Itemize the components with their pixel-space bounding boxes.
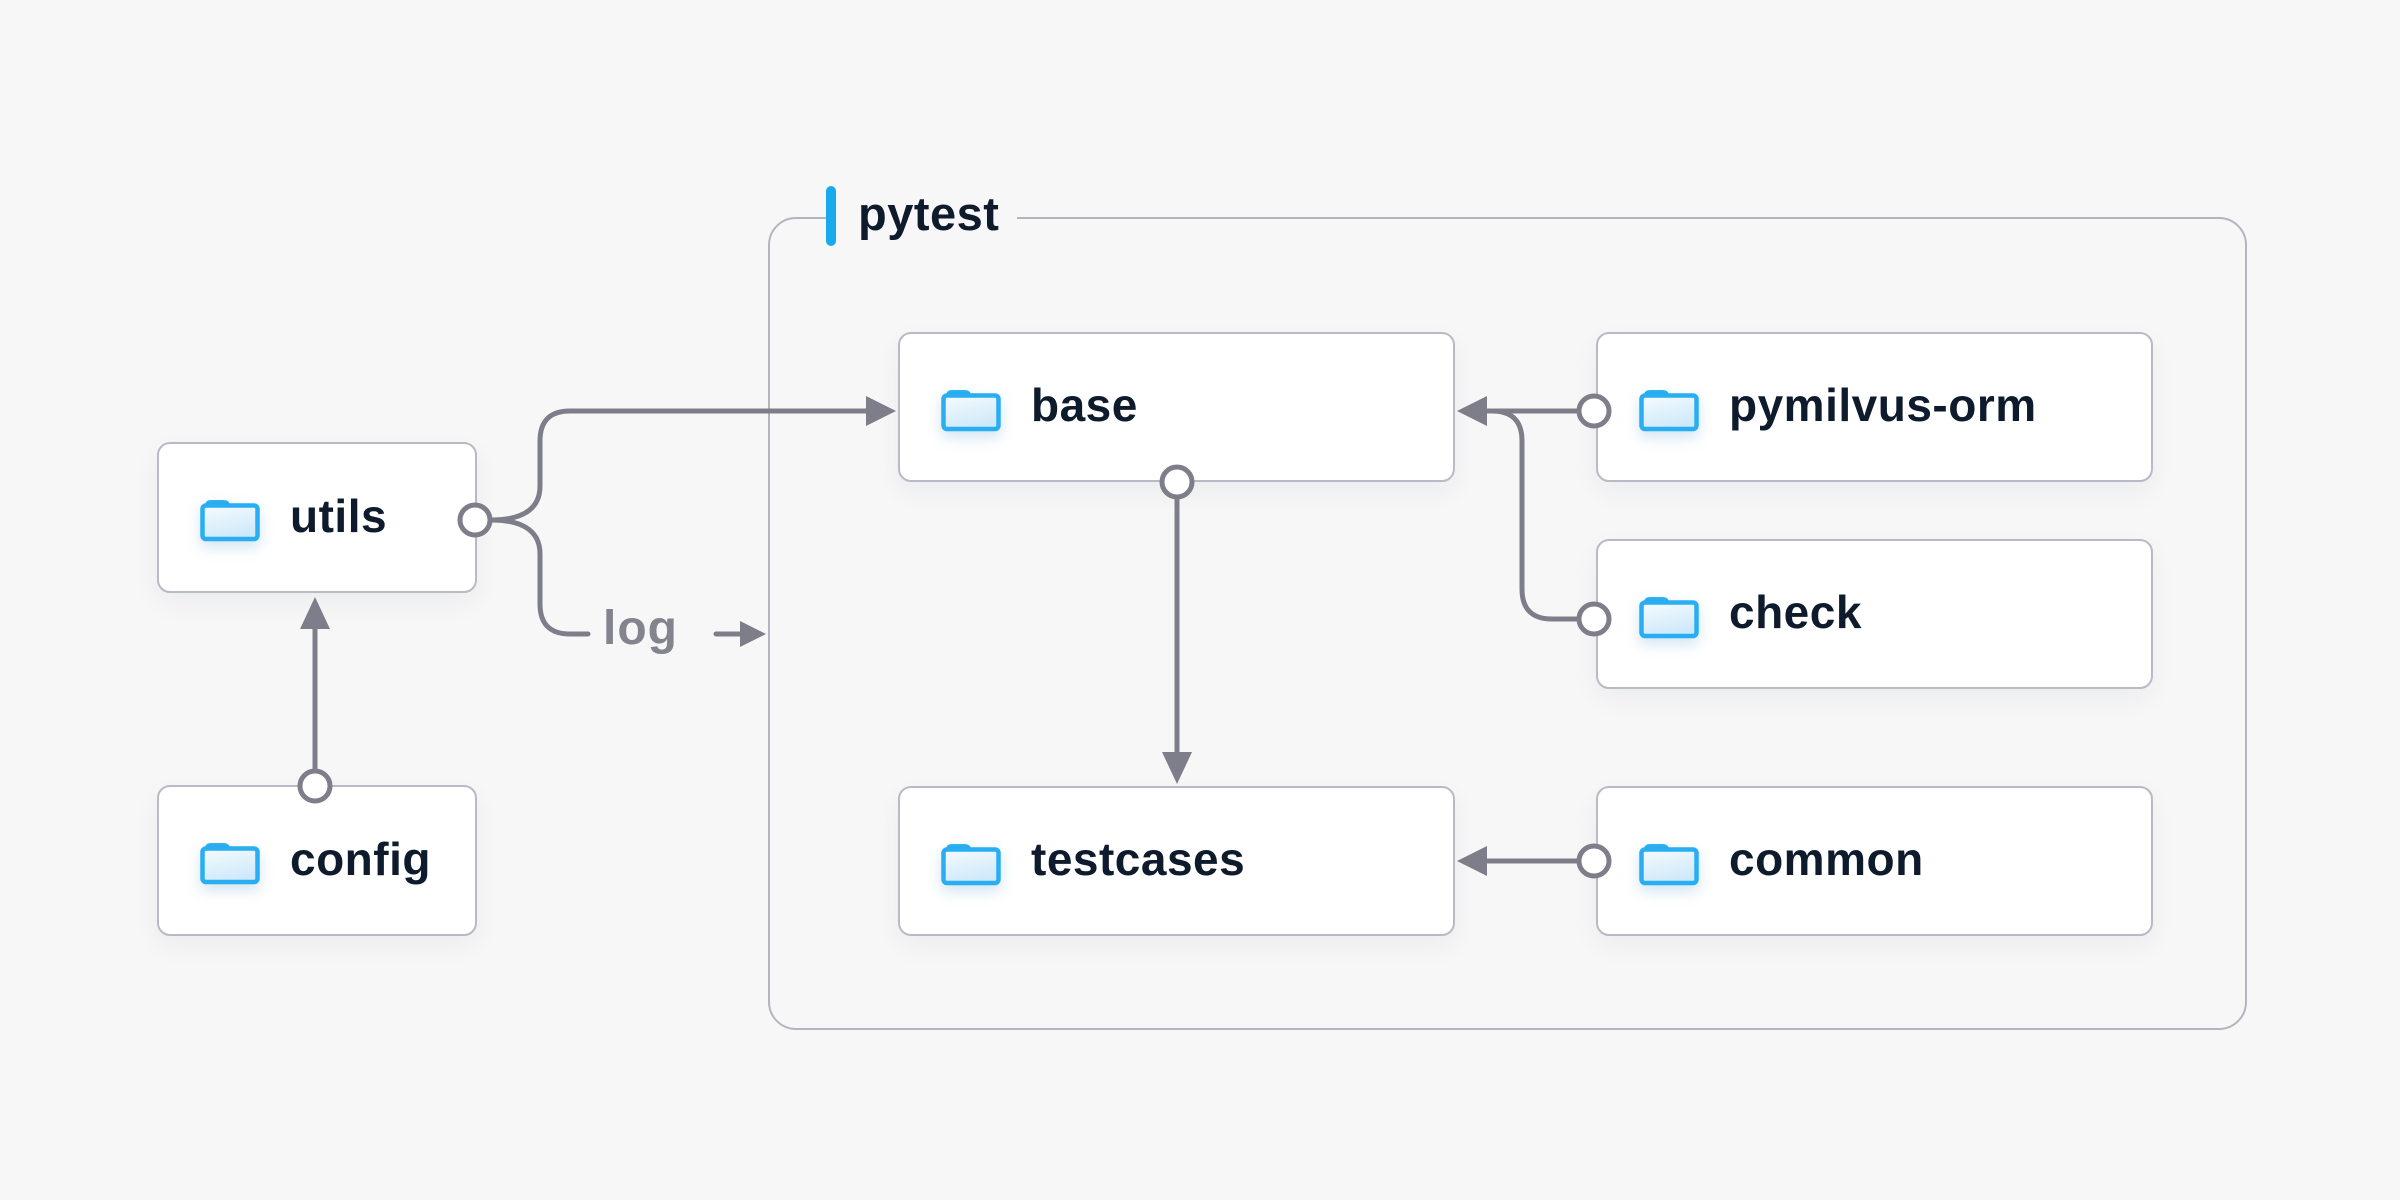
node-label: config bbox=[290, 832, 431, 885]
node-label: utils bbox=[290, 489, 388, 542]
connector-dot bbox=[297, 768, 333, 804]
connector-dot bbox=[1576, 601, 1612, 637]
arrowhead-up-icon bbox=[300, 597, 330, 629]
connector-dot bbox=[1576, 393, 1612, 429]
arrowhead-left-icon bbox=[1457, 846, 1487, 876]
folder-icon bbox=[197, 493, 263, 542]
accent-bar bbox=[826, 186, 836, 246]
folder-icon bbox=[197, 836, 263, 885]
arrowhead-right-icon bbox=[866, 396, 896, 426]
folder-icon bbox=[1636, 383, 1702, 432]
connector-dot bbox=[1576, 843, 1612, 879]
group-title: pytest bbox=[858, 186, 1000, 240]
arrowhead-left-icon bbox=[1457, 396, 1487, 426]
group-label-pytest: pytest bbox=[826, 184, 1018, 248]
connector-dot bbox=[1159, 464, 1195, 500]
node-check: check bbox=[1596, 539, 2153, 689]
connector-dot bbox=[457, 502, 493, 538]
edge-utils-base bbox=[488, 408, 869, 523]
folder-icon bbox=[938, 383, 1004, 432]
node-config: config bbox=[157, 785, 477, 936]
node-utils: utils bbox=[157, 442, 477, 593]
folder-icon bbox=[1636, 590, 1702, 639]
arrowhead-down-icon bbox=[1162, 752, 1192, 784]
edge-utils-log bbox=[488, 517, 591, 637]
group-pytest-container bbox=[768, 217, 2247, 1030]
node-pymilvus-orm: pymilvus-orm bbox=[1596, 332, 2153, 482]
node-label: common bbox=[1729, 833, 1924, 885]
node-testcases: testcases bbox=[898, 786, 1455, 936]
arrowhead-right-icon bbox=[740, 621, 766, 647]
node-label: base bbox=[1031, 379, 1138, 431]
node-label: pymilvus-orm bbox=[1729, 379, 2037, 431]
folder-icon bbox=[1636, 837, 1702, 886]
node-base: base bbox=[898, 332, 1455, 482]
node-common: common bbox=[1596, 786, 2153, 936]
folder-icon bbox=[938, 837, 1004, 886]
edge-check-base bbox=[1484, 408, 1582, 622]
node-label: check bbox=[1729, 586, 1862, 638]
node-label: testcases bbox=[1031, 833, 1246, 885]
edge-label-log: log bbox=[603, 602, 678, 655]
